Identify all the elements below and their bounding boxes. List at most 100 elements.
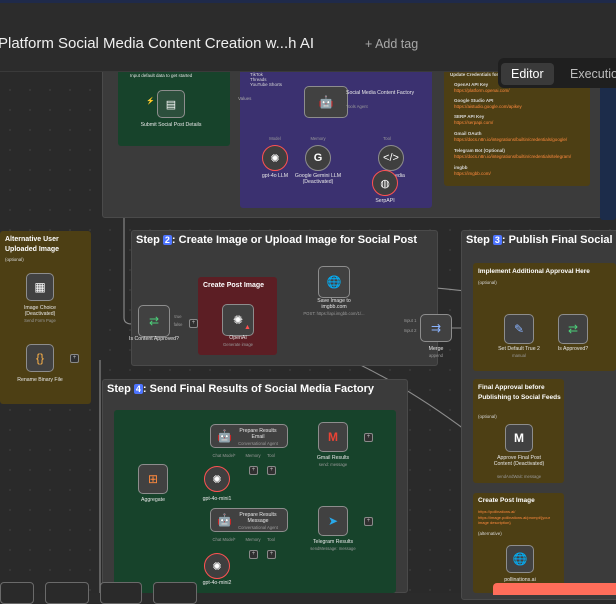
gpt-mini2-node[interactable]: ✺	[204, 553, 230, 579]
cred-google-name: Google Studio API	[454, 98, 494, 103]
impl-approval-sticky[interactable]: Implement Additional Approval Here (opti…	[473, 263, 616, 371]
create-post-image-alt-sticky[interactable]: Create Post Image https://pollinations.a…	[473, 493, 564, 593]
merge-input1: Input 1	[403, 318, 417, 323]
workflow-title[interactable]: Platform Social Media Content Creation w…	[0, 35, 314, 52]
rename-binary-node[interactable]: {}	[26, 344, 54, 372]
gpt-mini1-node[interactable]: ✺	[204, 466, 230, 492]
rename-binary-label: Rename Binary File	[17, 377, 63, 383]
step4-text: : Send Final Results of Social Media Fac…	[142, 383, 374, 395]
step2-num-badge: 2	[162, 235, 172, 245]
gmail-results-node[interactable]: M	[318, 422, 348, 452]
add-tool-2[interactable]: +	[267, 550, 276, 559]
telegram-results-sub: sendMessage: message	[310, 546, 356, 551]
add-memory-1[interactable]: +	[249, 466, 258, 475]
merge-node[interactable]: ⇉	[420, 314, 452, 342]
cred-google-url[interactable]: https://aistudio.google.com/apikey	[454, 104, 522, 109]
telegram-results-node[interactable]: ➤	[318, 506, 348, 536]
cred-serp-name: SERP API Key	[454, 114, 485, 119]
cred-gmail-name: Gmail OAuth	[454, 131, 482, 136]
prepare-message-node[interactable]: 🤖	[210, 508, 288, 532]
agent-label: Social Media Content Factory	[346, 90, 415, 96]
merge-input2: Input 2	[403, 328, 417, 333]
social-media-agent-node[interactable]: 🤖	[304, 86, 348, 118]
add-after-telegram[interactable]: +	[364, 517, 373, 526]
cred-serp-url[interactable]: https://serpapi.com/	[454, 120, 494, 125]
reset-zoom-button[interactable]	[153, 582, 197, 604]
add-false-branch-button[interactable]: +	[189, 319, 198, 328]
bottom-right-toast[interactable]	[493, 583, 616, 595]
alt-upload-sticky[interactable]: Alternative User Uploaded Image (optiona…	[0, 231, 91, 404]
merge-label: Merge	[428, 346, 444, 352]
zoom-to-fit-button[interactable]	[0, 582, 34, 604]
false-output: false	[173, 322, 183, 327]
telegram-icon: ➤	[327, 514, 339, 528]
step2-word: Step	[136, 234, 160, 246]
save-image-sub: POST: https://api.imgbb.com/1/...	[303, 311, 365, 316]
impl-approval-optional: (optional)	[478, 280, 497, 285]
image-choice-node[interactable]: ▦	[26, 273, 54, 301]
pollinations-label: pollinations.ai	[504, 577, 536, 583]
pollinations-node[interactable]: 🌐	[506, 545, 534, 573]
is-approved-label: Is Approved?	[557, 346, 589, 352]
prepare-message-label: Prepare Results Message	[239, 512, 277, 524]
add-tag-button[interactable]: + Add tag	[365, 37, 419, 51]
gpt4o-llm-node[interactable]: ✺	[262, 145, 288, 171]
prepare-email-label: Prepare Results Email	[239, 428, 277, 440]
memory-tag-1: Memory	[245, 453, 261, 458]
tool-tag: Tool	[383, 136, 391, 141]
merge-sub: append	[429, 353, 443, 358]
code-tool-node[interactable]: </>	[378, 145, 404, 171]
robot-icon: 🤖	[217, 513, 232, 527]
add-memory-2[interactable]: +	[249, 550, 258, 559]
code-icon: </>	[383, 152, 399, 164]
set-default-true-node[interactable]: ✎	[504, 314, 534, 344]
gemini-llm-node[interactable]: G	[305, 145, 331, 171]
prepare-email-node[interactable]: 🤖	[210, 424, 288, 448]
submit-social-post-node[interactable]: ▤	[157, 90, 185, 118]
add-after-gmail[interactable]: +	[364, 433, 373, 442]
zoom-out-button[interactable]	[100, 582, 142, 604]
globe-icon: 🌐	[326, 275, 342, 289]
zoom-in-button[interactable]	[45, 582, 89, 604]
is-approved-node[interactable]: ⇄	[558, 314, 588, 344]
platform-item: Threads	[250, 77, 267, 82]
add-tool-1[interactable]: +	[267, 466, 276, 475]
trigger-note: Input default data to get started	[130, 73, 193, 78]
openai-image-node[interactable]: ✺	[222, 304, 254, 336]
serpapi-node[interactable]: ◍	[372, 170, 398, 196]
approve-final-node[interactable]: M	[505, 424, 533, 452]
cpi-url1[interactable]: https://pollinations.ai/	[478, 509, 516, 514]
add-after-rename-button[interactable]: +	[70, 354, 79, 363]
merge-icon: ⇉	[430, 321, 442, 335]
final-approval-optional: (optional)	[478, 414, 497, 419]
gmail-icon: M	[514, 431, 524, 445]
model-tag: Model	[269, 136, 281, 141]
alt-upload-title: Alternative User Uploaded Image	[5, 236, 60, 253]
set-default-sub: manual	[512, 353, 526, 358]
tab-executions[interactable]: Executio	[570, 67, 616, 81]
cpi-url2[interactable]: https://image.pollinations.ai/prompt/{yo…	[478, 515, 551, 525]
cred-imgbb-url[interactable]: https://imgbb.com/	[454, 171, 491, 176]
telegram-results-label: Telegram Results	[312, 539, 354, 545]
tab-editor[interactable]: Editor	[501, 63, 554, 85]
save-image-imgbb-node[interactable]: 🌐	[318, 266, 350, 298]
final-approval-title: Final Approval before Publishing to Soci…	[478, 384, 561, 401]
set-default-label: Set Default True 2	[498, 346, 540, 352]
right-blue-sticky[interactable]	[600, 60, 616, 220]
step3-title: Step 3: Publish Final Social M	[466, 234, 616, 246]
cred-telegram-url[interactable]: https://docs.n8n.io/integrations/builtin…	[454, 154, 572, 159]
chat-model-tag-1: Chat Model*	[212, 453, 236, 458]
save-image-label: Save Image to imgbb.com	[317, 298, 351, 310]
globe-icon: 🌐	[512, 552, 528, 566]
gpt-mini1-label: gpt-4o-mini1	[202, 496, 232, 502]
memory-tag: Memory	[310, 136, 326, 141]
cred-openai-url[interactable]: https://platform.openai.com/	[454, 88, 510, 93]
cred-gmail-url[interactable]: https://docs.n8n.io/integrations/builtin…	[454, 137, 568, 142]
form-icon: ▦	[34, 280, 46, 294]
memory-tag-2: Memory	[245, 537, 261, 542]
aggregate-node[interactable]: ⊞	[138, 464, 168, 494]
serpapi-icon: ◍	[380, 177, 390, 190]
is-content-approved-node[interactable]: ⇄	[138, 305, 170, 337]
step2-group[interactable]	[131, 230, 438, 366]
